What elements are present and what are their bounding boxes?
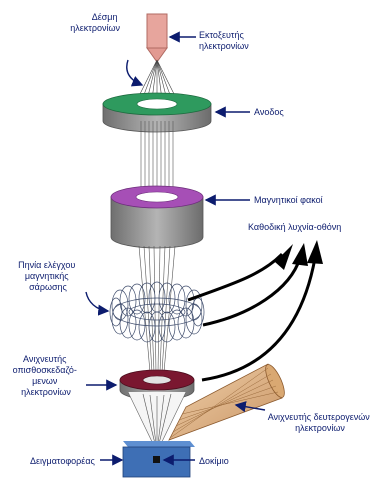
label-magnetic-lenses: Μαγνητικοί φακοί (254, 195, 323, 205)
label-specimen: Δοκίμιο (199, 456, 229, 466)
label-electron-gun: Εκτοξευτής ηλεκτρονίων (199, 30, 249, 51)
specimen-stage (123, 441, 195, 477)
label-sample-holder: Δειγματοφορέας (30, 456, 96, 466)
electron-beam-lower (139, 246, 175, 372)
label-crt-screen: Καθοδική λυχνία-οθόνη (248, 222, 341, 232)
magnetic-lens (111, 186, 203, 248)
signal-arrows (188, 254, 315, 380)
electron-gun (147, 14, 167, 62)
label-secondary-detector: Ανιχνευτής δευτερογενών ηλεκτρονίων (268, 412, 372, 433)
label-scan-coils: Πηνία ελέγχου μαγνητικής σάρωσης (18, 260, 78, 292)
label-anode: Ανοδος (254, 107, 284, 117)
label-backscatter-detector: Ανιχνευτής οπισθοσκεδαζό- μενων ηλεκτρον… (13, 354, 80, 397)
signal-arrow-heads (275, 240, 323, 270)
scan-coils (110, 282, 204, 342)
label-electron-beam: Δέσμη ηλεκτρονίων (70, 12, 120, 33)
